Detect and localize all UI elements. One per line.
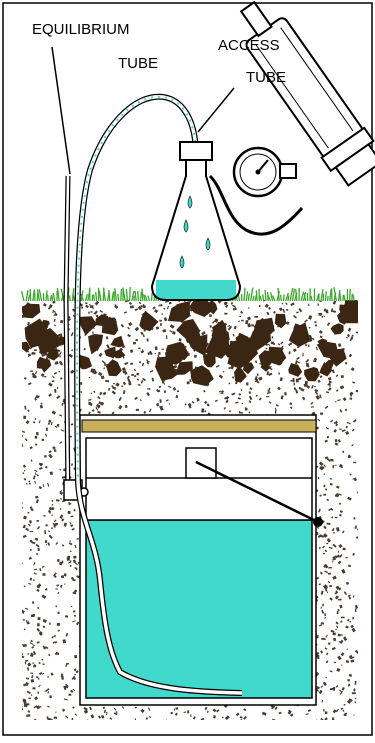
rod-anchor [313,517,323,527]
access-label-1: ACCESS [218,37,280,54]
equilibrium-label-2: TUBE [118,55,158,72]
equilibrium-label-1: EQUILIBRIUM [32,21,130,38]
flask-water [156,280,236,300]
access-label-2: TUBE [246,69,286,86]
inner-block [186,448,216,478]
flask-stopper [180,142,212,160]
sand-lid [82,420,316,432]
